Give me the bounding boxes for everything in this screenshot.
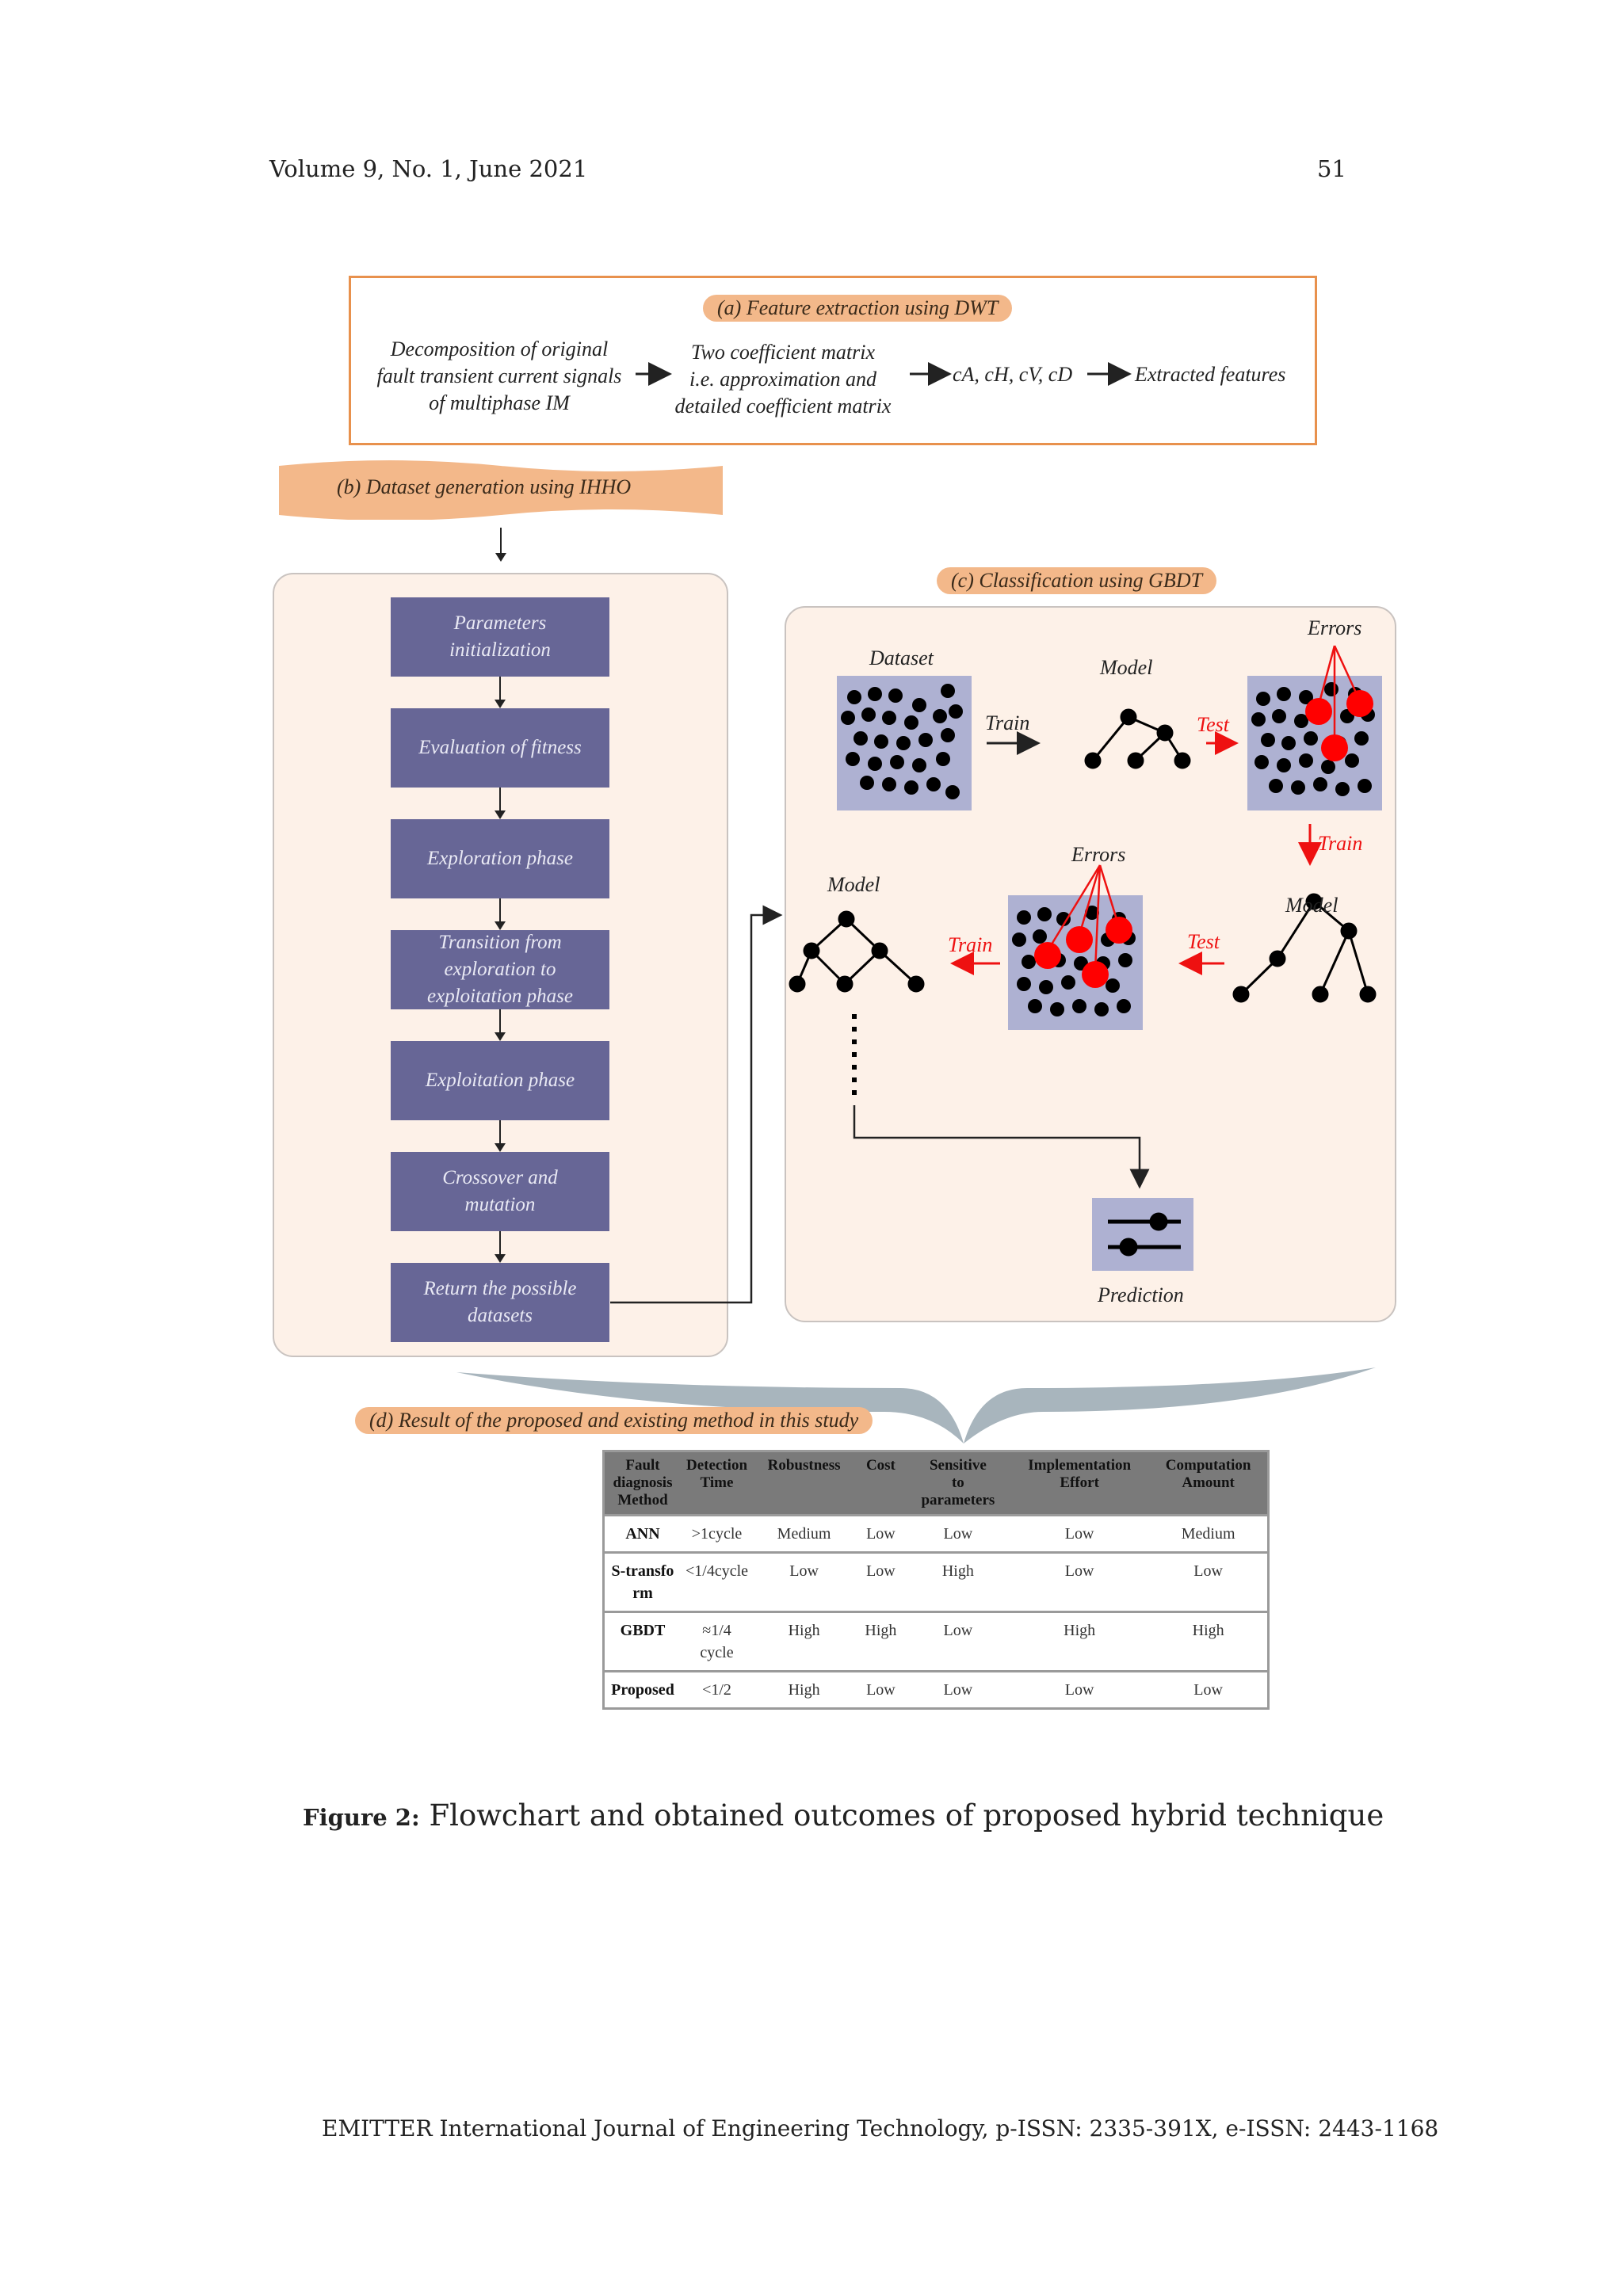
col-cost: Cost — [855, 1452, 907, 1516]
label-test-2: Test — [1187, 930, 1220, 954]
label-errors-1: Errors — [1308, 616, 1361, 640]
label-train-2: Train — [948, 933, 992, 957]
table-row: ANN >1cycle Medium Low Low Low Medium — [605, 1516, 1267, 1553]
caption-label: Figure 2: — [303, 1804, 420, 1831]
panel-d-title: (d) Result of the proposed and existing … — [355, 1407, 873, 1434]
caption-text: Flowchart and obtained outcomes of propo… — [429, 1798, 1384, 1833]
table-row: Proposed <1/2 High Low Low Low Low — [605, 1672, 1267, 1708]
col-robustness: Robustness — [753, 1452, 855, 1516]
link-to-panel-c — [610, 915, 781, 1302]
journal-footer: EMITTER International Journal of Enginee… — [322, 2115, 1438, 2142]
panel-c-diagram — [0, 0, 1623, 1363]
figure-caption: Figure 2: Flowchart and obtained outcome… — [303, 1798, 1384, 1833]
table-row: S-transform <1/4cycle Low Low High Low L… — [605, 1553, 1267, 1612]
label-train-down: Train — [1318, 832, 1362, 856]
label-prediction: Prediction — [1098, 1283, 1184, 1307]
label-test-1: Test — [1197, 713, 1229, 737]
label-model-3: Model — [1285, 894, 1338, 917]
label-model-2: Model — [827, 873, 880, 897]
prediction-path — [854, 1105, 1140, 1187]
table-row: GBDT ≈1/4 cycle High High Low High High — [605, 1612, 1267, 1672]
label-train-1: Train — [985, 711, 1029, 735]
label-errors-2: Errors — [1071, 843, 1125, 867]
label-model-1: Model — [1100, 656, 1152, 680]
prediction-box — [1092, 1198, 1193, 1271]
tree-2 — [790, 912, 923, 991]
tree-1 — [1086, 710, 1190, 768]
label-dataset: Dataset — [869, 646, 934, 670]
